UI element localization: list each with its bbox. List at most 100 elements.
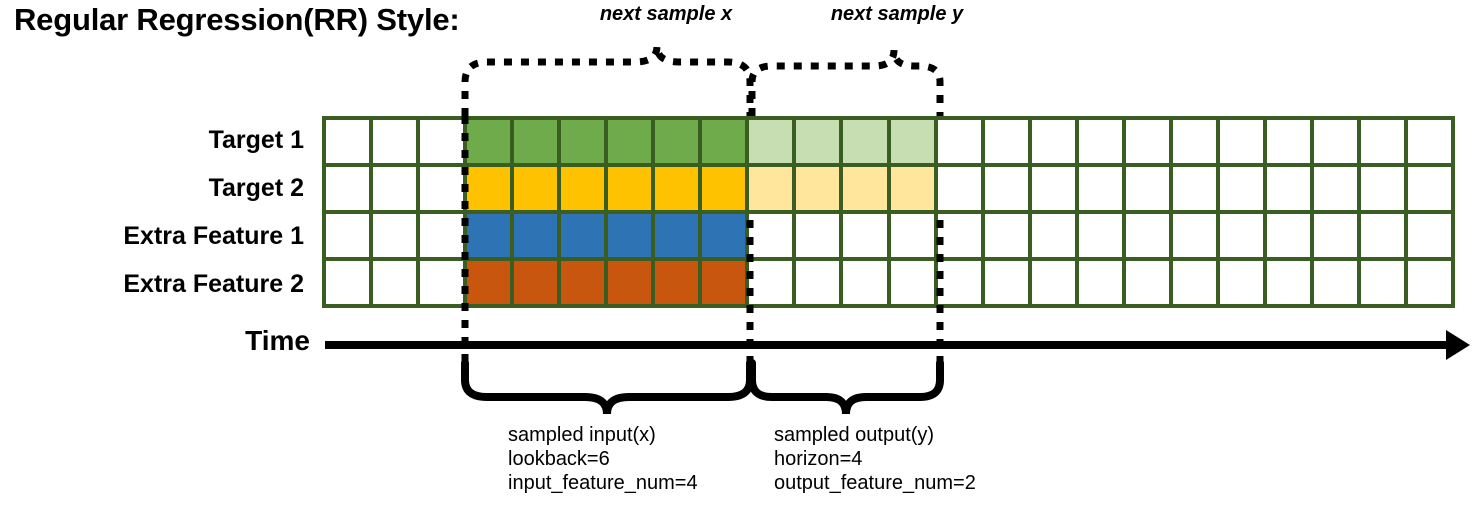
grid-cell bbox=[1125, 120, 1169, 163]
grid-cell bbox=[467, 120, 511, 163]
row-label-1: Target 1 bbox=[208, 125, 304, 154]
grid-cell bbox=[749, 261, 793, 304]
grid-cell bbox=[1031, 120, 1075, 163]
row-label-4: Extra Feature 2 bbox=[123, 269, 304, 298]
grid-cell bbox=[1407, 167, 1451, 210]
grid-cell bbox=[1313, 261, 1357, 304]
grid-cell bbox=[1078, 261, 1122, 304]
grid-cell bbox=[984, 261, 1028, 304]
grid-cell bbox=[937, 120, 981, 163]
next-sample-x-label: next sample x bbox=[599, 3, 733, 25]
grid-cell bbox=[420, 120, 464, 163]
sampled-output-caption: sampled output(y) horizon=4 output_featu… bbox=[774, 423, 976, 495]
grid-cell bbox=[514, 167, 558, 210]
grid-cell bbox=[1360, 120, 1404, 163]
grid-cell bbox=[984, 120, 1028, 163]
grid-cell bbox=[749, 120, 793, 163]
grid-cell bbox=[702, 261, 746, 304]
grid-cell bbox=[890, 120, 934, 163]
grid-cell bbox=[420, 167, 464, 210]
timeline-grid bbox=[322, 116, 1455, 308]
grid-cell bbox=[1266, 214, 1310, 257]
sampled-output-brace bbox=[748, 359, 944, 415]
row-label-3: Extra Feature 1 bbox=[123, 221, 304, 250]
next-sample-y-brace bbox=[748, 49, 944, 116]
sampled-input-brace bbox=[461, 359, 754, 415]
sampled-input-line3: input_feature_num=4 bbox=[508, 472, 698, 494]
grid-cell bbox=[1172, 261, 1216, 304]
row-label-2: Target 2 bbox=[208, 173, 304, 202]
grid-cell bbox=[1125, 214, 1169, 257]
grid-cell bbox=[655, 214, 699, 257]
grid-cell bbox=[937, 261, 981, 304]
grid-cell bbox=[561, 167, 605, 210]
grid-cell bbox=[373, 120, 417, 163]
grid-cell bbox=[1219, 261, 1263, 304]
grid-cell bbox=[1031, 261, 1075, 304]
grid-cell bbox=[796, 120, 840, 163]
grid-cell bbox=[1219, 167, 1263, 210]
grid-cell bbox=[890, 214, 934, 257]
grid-cell bbox=[1266, 261, 1310, 304]
grid-cell bbox=[890, 261, 934, 304]
grid-cell bbox=[655, 167, 699, 210]
grid-cell bbox=[1172, 214, 1216, 257]
grid-cell bbox=[749, 167, 793, 210]
grid-cell bbox=[1266, 120, 1310, 163]
sampled-input-caption: sampled input(x) lookback=6 input_featur… bbox=[508, 423, 698, 495]
grid-cell bbox=[1266, 167, 1310, 210]
grid-cell bbox=[373, 167, 417, 210]
grid-cell bbox=[1360, 214, 1404, 257]
grid-cell bbox=[514, 261, 558, 304]
time-axis-arrow bbox=[325, 330, 1470, 360]
grid-cell bbox=[1078, 214, 1122, 257]
grid-cell bbox=[1125, 167, 1169, 210]
grid-cell bbox=[326, 214, 370, 257]
grid-cell bbox=[890, 167, 934, 210]
grid-cell bbox=[796, 167, 840, 210]
grid-cell bbox=[373, 214, 417, 257]
grid-cell bbox=[467, 167, 511, 210]
grid-cell bbox=[1125, 261, 1169, 304]
row-label-column: Target 1 Target 2 Extra Feature 1 Extra Fea… bbox=[0, 116, 312, 308]
grid-cell bbox=[1407, 120, 1451, 163]
grid-cell bbox=[561, 120, 605, 163]
grid-cell bbox=[1078, 120, 1122, 163]
sampled-output-line1: sampled output(y) bbox=[774, 424, 935, 446]
grid-cell bbox=[655, 261, 699, 304]
sampled-output-line3: output_feature_num=2 bbox=[774, 472, 976, 494]
grid-cell bbox=[1313, 120, 1357, 163]
grid-cell bbox=[514, 120, 558, 163]
grid-cell bbox=[561, 261, 605, 304]
grid-cell bbox=[937, 167, 981, 210]
grid-cell bbox=[796, 261, 840, 304]
grid-cell bbox=[1360, 167, 1404, 210]
grid-cell bbox=[1407, 214, 1451, 257]
grid-cell bbox=[702, 167, 746, 210]
grid-cell bbox=[1313, 167, 1357, 210]
next-sample-y-label: next sample y bbox=[830, 3, 964, 25]
page-title: Regular Regression(RR) Style: bbox=[14, 2, 460, 37]
grid-cell bbox=[1219, 120, 1263, 163]
grid-cell bbox=[843, 261, 887, 304]
sampled-input-line1: sampled input(x) bbox=[508, 424, 656, 446]
grid-cell bbox=[1172, 120, 1216, 163]
next-sample-x-brace bbox=[461, 45, 754, 116]
grid-cell bbox=[326, 167, 370, 210]
grid-cell bbox=[420, 214, 464, 257]
grid-cell bbox=[467, 214, 511, 257]
grid-cell bbox=[326, 120, 370, 163]
time-axis-label: Time bbox=[245, 325, 310, 356]
grid-cell bbox=[655, 120, 699, 163]
grid-cell bbox=[843, 214, 887, 257]
sampled-output-line2: horizon=4 bbox=[774, 448, 863, 470]
grid-cell bbox=[608, 167, 652, 210]
grid-cell bbox=[702, 214, 746, 257]
grid-cell bbox=[420, 261, 464, 304]
grid-cell bbox=[467, 261, 511, 304]
grid-cell bbox=[1360, 261, 1404, 304]
grid-cell bbox=[1172, 167, 1216, 210]
grid-cell bbox=[702, 120, 746, 163]
grid-cell bbox=[796, 214, 840, 257]
